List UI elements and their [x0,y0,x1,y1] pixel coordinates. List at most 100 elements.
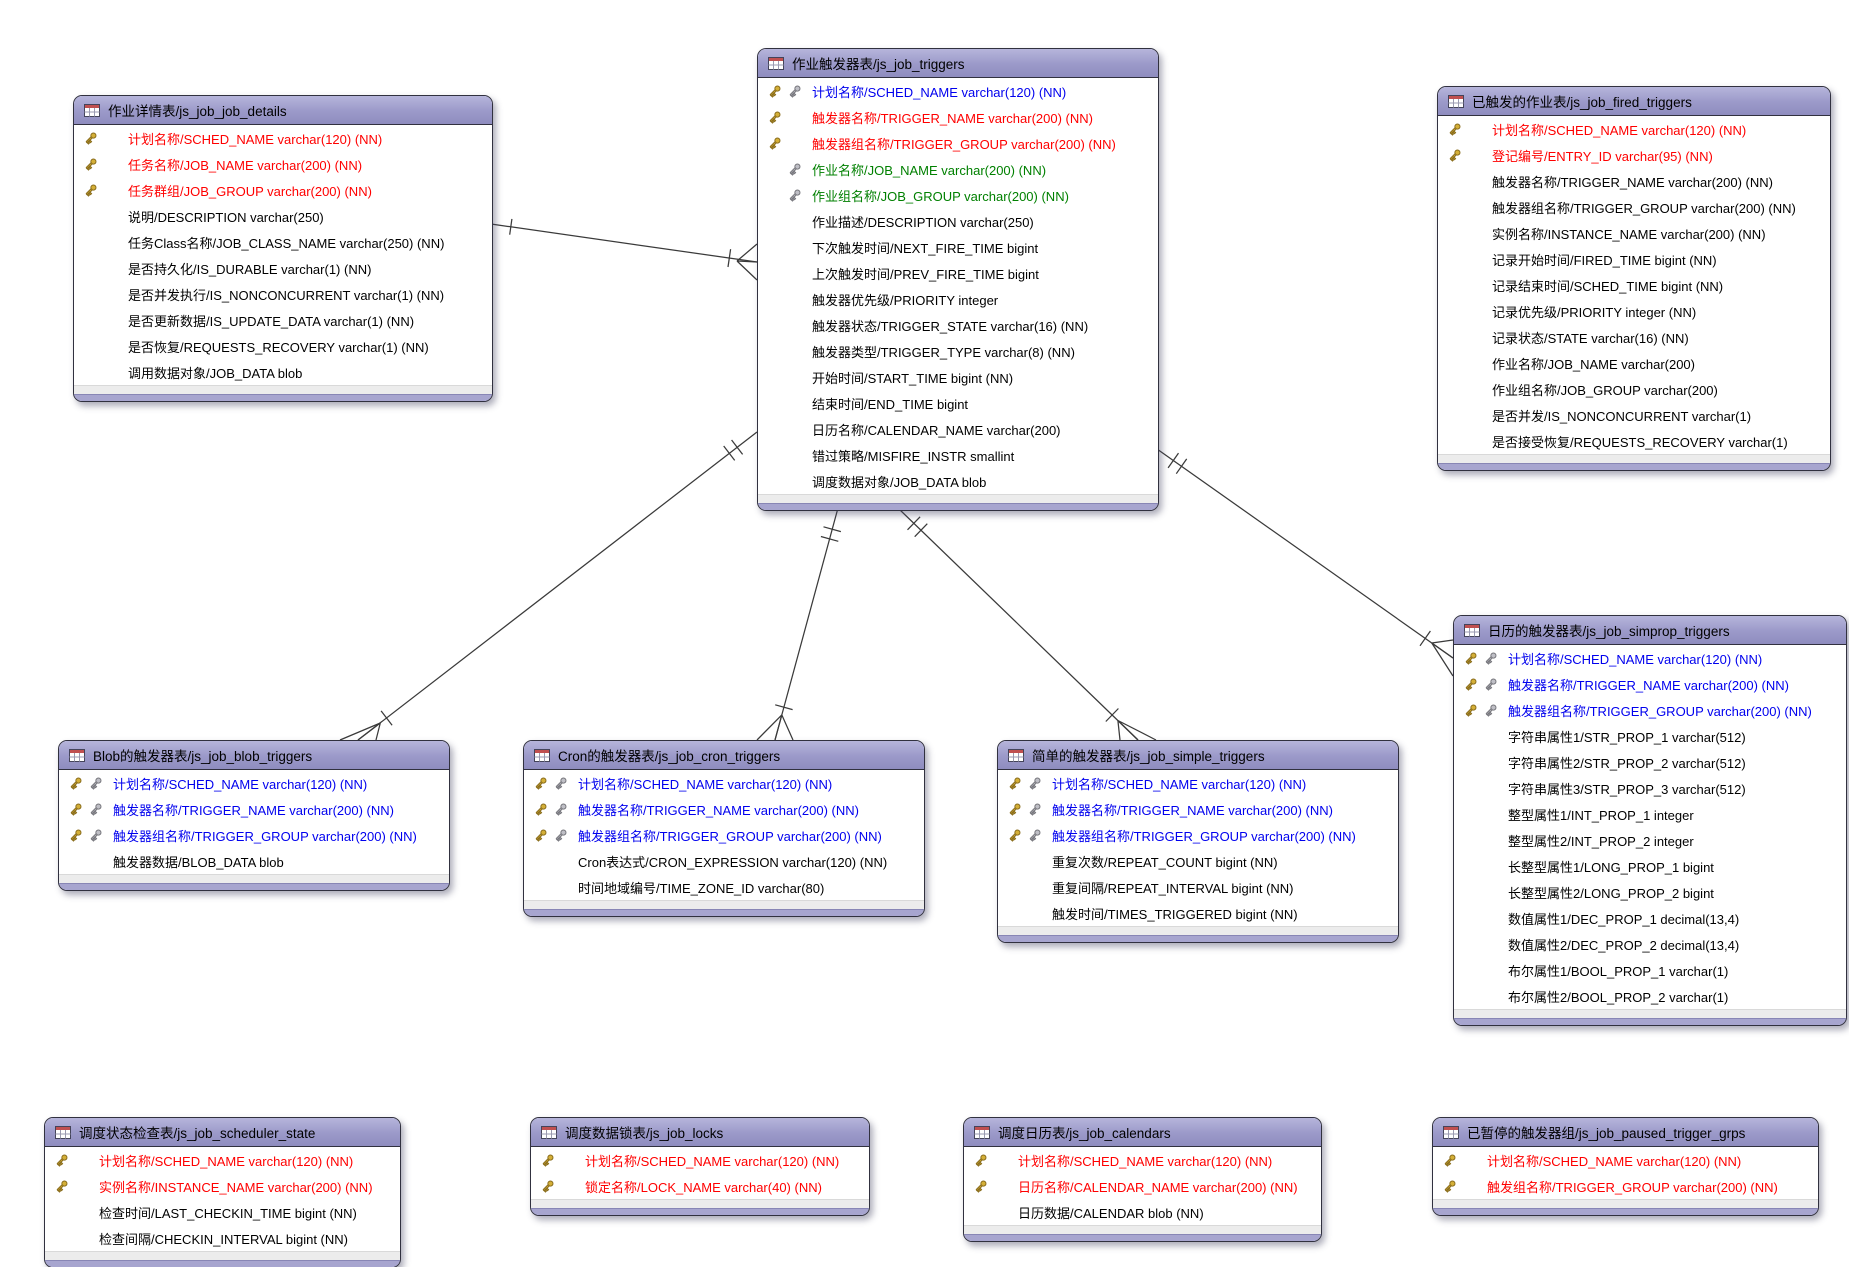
table-field-row[interactable]: 计划名称/SCHED_NAME varchar(120) (NN) [59,770,449,796]
table-field-row[interactable]: 上次触发时间/PREV_FIRE_TIME bigint [758,260,1158,286]
table-field-row[interactable]: 作业名称/JOB_NAME varchar(200) [1438,350,1830,376]
table-field-row[interactable]: 作业组名称/JOB_GROUP varchar(200) (NN) [758,182,1158,208]
table-field-row[interactable]: 长整型属性2/LONG_PROP_2 bigint [1454,879,1846,905]
table-field-row[interactable]: 整型属性1/INT_PROP_1 integer [1454,801,1846,827]
table-field-row[interactable]: 日历名称/CALENDAR_NAME varchar(200) [758,416,1158,442]
table-field-row[interactable]: 触发器名称/TRIGGER_NAME varchar(200) (NN) [758,104,1158,130]
relationship-triggers-cron[interactable] [756,507,842,741]
table-field-row[interactable]: 触发器名称/TRIGGER_NAME varchar(200) (NN) [524,796,924,822]
table-field-row[interactable]: 任务名称/JOB_NAME varchar(200) (NN) [74,151,492,177]
relationship-triggers-blob[interactable] [339,431,758,741]
table-field-row[interactable]: 调度数据对象/JOB_DATA blob [758,468,1158,494]
table-header[interactable]: 作业触发器表/js_job_triggers [758,49,1158,78]
table-header[interactable]: 调度状态检查表/js_job_scheduler_state [45,1118,400,1147]
table-field-row[interactable]: 触发器名称/TRIGGER_NAME varchar(200) (NN) [59,796,449,822]
table-field-row[interactable]: 锁定名称/LOCK_NAME varchar(40) (NN) [531,1173,869,1199]
table-field-row[interactable]: 触发组名称/TRIGGER_GROUP varchar(200) (NN) [1433,1173,1818,1199]
table-field-row[interactable]: 结束时间/END_TIME bigint [758,390,1158,416]
table-field-row[interactable]: 作业名称/JOB_NAME varchar(200) (NN) [758,156,1158,182]
table-field-row[interactable]: 触发时间/TIMES_TRIGGERED bigint (NN) [998,900,1398,926]
table-header[interactable]: 简单的触发器表/js_job_simple_triggers [998,741,1398,770]
table-field-row[interactable]: 下次触发时间/NEXT_FIRE_TIME bigint [758,234,1158,260]
table-field-row[interactable]: 长整型属性1/LONG_PROP_1 bigint [1454,853,1846,879]
table-header[interactable]: 已暂停的触发器组/js_job_paused_trigger_grps [1433,1118,1818,1147]
table-field-row[interactable]: 实例名称/INSTANCE_NAME varchar(200) (NN) [1438,220,1830,246]
table-field-row[interactable]: 布尔属性2/BOOL_PROP_2 varchar(1) [1454,983,1846,1009]
table-field-row[interactable]: 调用数据对象/JOB_DATA blob [74,359,492,385]
table-field-row[interactable]: 计划名称/SCHED_NAME varchar(120) (NN) [1454,645,1846,671]
table-field-row[interactable]: 触发器组名称/TRIGGER_GROUP varchar(200) (NN) [524,822,924,848]
table-field-row[interactable]: 数值属性1/DEC_PROP_1 decimal(13,4) [1454,905,1846,931]
table-field-row[interactable]: 布尔属性1/BOOL_PROP_1 varchar(1) [1454,957,1846,983]
table-field-row[interactable]: 字符串属性3/STR_PROP_3 varchar(512) [1454,775,1846,801]
table-field-row[interactable]: 触发器名称/TRIGGER_NAME varchar(200) (NN) [998,796,1398,822]
table-field-row[interactable]: 日历数据/CALENDAR blob (NN) [964,1199,1321,1225]
table-field-row[interactable]: 计划名称/SCHED_NAME varchar(120) (NN) [758,78,1158,104]
table-field-row[interactable]: 字符串属性2/STR_PROP_2 varchar(512) [1454,749,1846,775]
relationship-triggers-simple[interactable] [897,507,1157,741]
table-field-row[interactable]: 计划名称/SCHED_NAME varchar(120) (NN) [524,770,924,796]
table-field-row[interactable]: 触发器名称/TRIGGER_NAME varchar(200) (NN) [1438,168,1830,194]
table-field-row[interactable]: 触发器优先级/PRIORITY integer [758,286,1158,312]
table-field-row[interactable]: 任务群组/JOB_GROUP varchar(200) (NN) [74,177,492,203]
table-field-row[interactable]: 日历名称/CALENDAR_NAME varchar(200) (NN) [964,1173,1321,1199]
table-header[interactable]: 已触发的作业表/js_job_fired_triggers [1438,87,1830,116]
table-field-row[interactable]: 触发器数据/BLOB_DATA blob [59,848,449,874]
table-field-row[interactable]: 触发器组名称/TRIGGER_GROUP varchar(200) (NN) [758,130,1158,156]
table-field-row[interactable]: 计划名称/SCHED_NAME varchar(120) (NN) [964,1147,1321,1173]
table-field-row[interactable]: 触发器组名称/TRIGGER_GROUP varchar(200) (NN) [1438,194,1830,220]
table-field-row[interactable]: 登记编号/ENTRY_ID varchar(95) (NN) [1438,142,1830,168]
table-field-row[interactable]: 触发器组名称/TRIGGER_GROUP varchar(200) (NN) [59,822,449,848]
table-field-row[interactable]: 是否并发执行/IS_NONCONCURRENT varchar(1) (NN) [74,281,492,307]
table-field-row[interactable]: 记录优先级/PRIORITY integer (NN) [1438,298,1830,324]
table-header[interactable]: 调度数据锁表/js_job_locks [531,1118,869,1147]
table-field-row[interactable]: 实例名称/INSTANCE_NAME varchar(200) (NN) [45,1173,400,1199]
table-field-row[interactable]: 重复次数/REPEAT_COUNT bigint (NN) [998,848,1398,874]
table-field-row[interactable]: 计划名称/SCHED_NAME varchar(120) (NN) [531,1147,869,1173]
table-field-row[interactable]: 触发器组名称/TRIGGER_GROUP varchar(200) (NN) [1454,697,1846,723]
table-field-row[interactable]: 记录开始时间/FIRED_TIME bigint (NN) [1438,246,1830,272]
table-field-row[interactable]: 数值属性2/DEC_PROP_2 decimal(13,4) [1454,931,1846,957]
table-field-row[interactable]: 记录状态/STATE varchar(16) (NN) [1438,324,1830,350]
table-header[interactable]: 作业详情表/js_job_job_details [74,96,492,125]
table-field-row[interactable]: 是否更新数据/IS_UPDATE_DATA varchar(1) (NN) [74,307,492,333]
table-field-row[interactable]: 错过策略/MISFIRE_INSTR smallint [758,442,1158,468]
table-field-row[interactable]: 是否恢复/REQUESTS_RECOVERY varchar(1) (NN) [74,333,492,359]
table-field-row[interactable]: Cron表达式/CRON_EXPRESSION varchar(120) (NN… [524,848,924,874]
table-field-row[interactable]: 触发器组名称/TRIGGER_GROUP varchar(200) (NN) [998,822,1398,848]
table-field-row[interactable]: 作业描述/DESCRIPTION varchar(250) [758,208,1158,234]
table-field-row[interactable]: 是否并发/IS_NONCONCURRENT varchar(1) [1438,402,1830,428]
table-field-row[interactable]: 检查时间/LAST_CHECKIN_TIME bigint (NN) [45,1199,400,1225]
table-field-row[interactable]: 是否持久化/IS_DURABLE varchar(1) (NN) [74,255,492,281]
table-field-row[interactable]: 检查间隔/CHECKIN_INTERVAL bigint (NN) [45,1225,400,1251]
table-field-row[interactable]: 触发器名称/TRIGGER_NAME varchar(200) (NN) [1454,671,1846,697]
table-header[interactable]: 调度日历表/js_job_calendars [964,1118,1321,1147]
table-field-row[interactable]: 触发器类型/TRIGGER_TYPE varchar(8) (NN) [758,338,1158,364]
table-field-row[interactable]: 计划名称/SCHED_NAME varchar(120) (NN) [74,125,492,151]
table-field-row[interactable]: 触发器状态/TRIGGER_STATE varchar(16) (NN) [758,312,1158,338]
table-field-row[interactable]: 整型属性2/INT_PROP_2 integer [1454,827,1846,853]
table-header[interactable]: Cron的触发器表/js_job_cron_triggers [524,741,924,770]
table-field-row[interactable]: 是否接受恢复/REQUESTS_RECOVERY varchar(1) [1438,428,1830,454]
relationship-triggers-simprop[interactable] [1156,448,1454,677]
table-field-row[interactable]: 说明/DESCRIPTION varchar(250) [74,203,492,229]
relationship-job-details-triggers[interactable] [490,218,758,281]
table-field-row[interactable]: 计划名称/SCHED_NAME varchar(120) (NN) [1438,116,1830,142]
table-field-row[interactable]: 计划名称/SCHED_NAME varchar(120) (NN) [1433,1147,1818,1173]
table-field-row[interactable]: 开始时间/START_TIME bigint (NN) [758,364,1158,390]
table-field-row[interactable]: 记录结束时间/SCHED_TIME bigint (NN) [1438,272,1830,298]
table-field-row[interactable]: 计划名称/SCHED_NAME varchar(120) (NN) [45,1147,400,1173]
table-field-row[interactable]: 重复间隔/REPEAT_INTERVAL bigint (NN) [998,874,1398,900]
table-field-row[interactable]: 计划名称/SCHED_NAME varchar(120) (NN) [998,770,1398,796]
table-field-row[interactable]: 字符串属性1/STR_PROP_1 varchar(512) [1454,723,1846,749]
table-field-row[interactable]: 时间地域编号/TIME_ZONE_ID varchar(80) [524,874,924,900]
